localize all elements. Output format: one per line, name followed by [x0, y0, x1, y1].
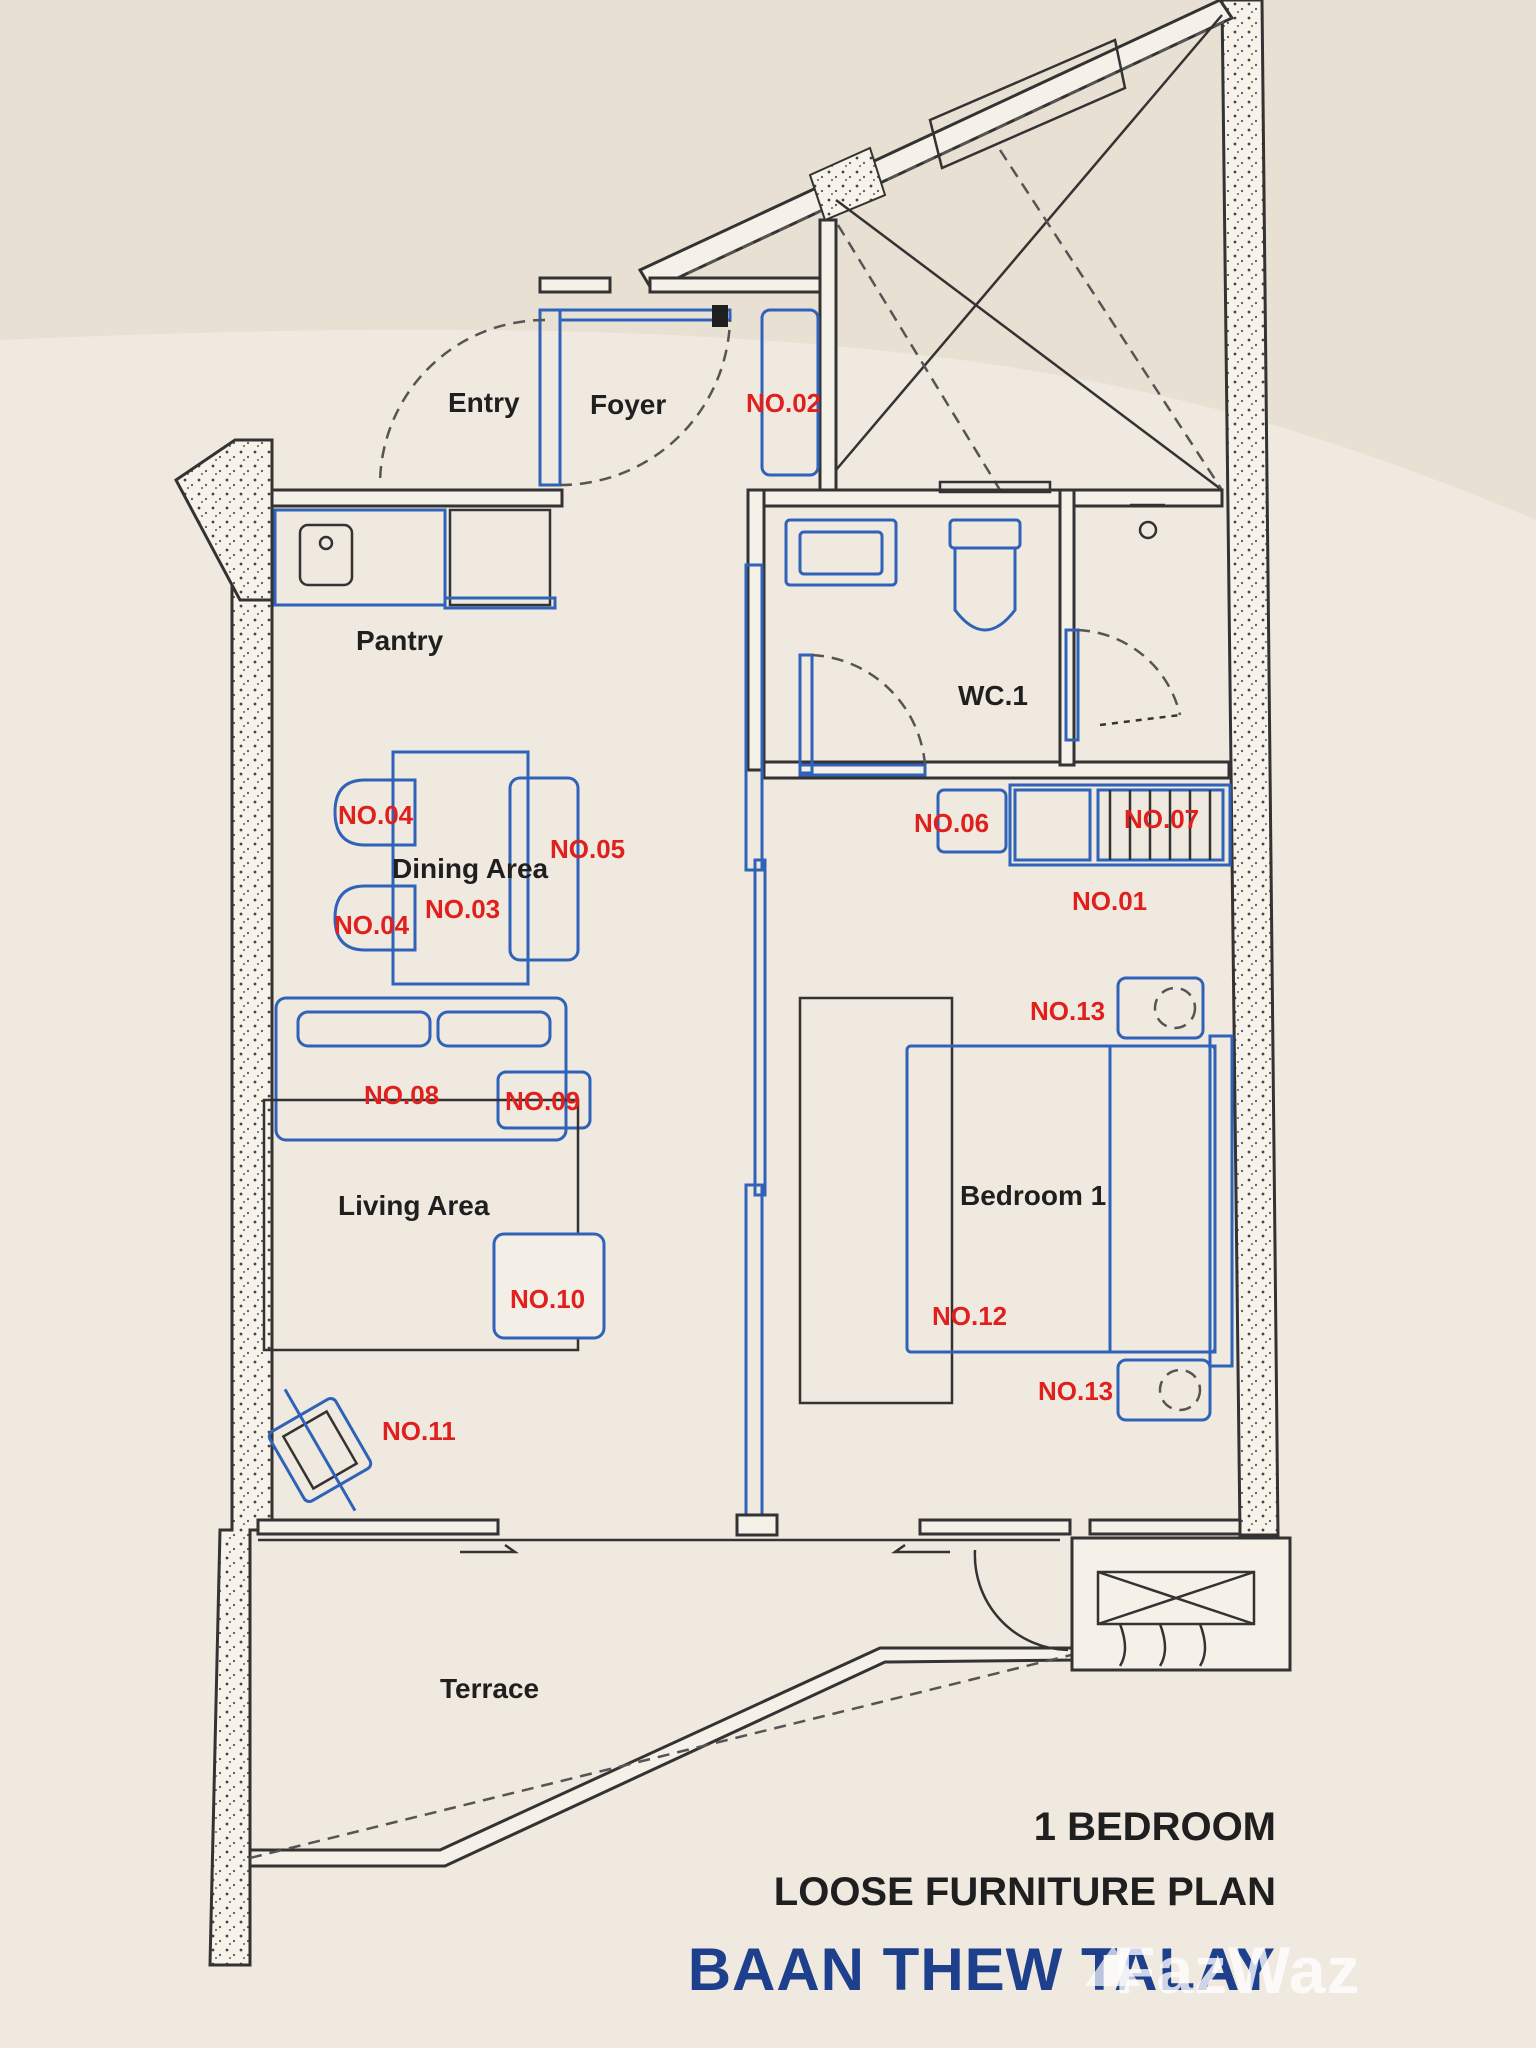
- item-label-no03: NO.03: [425, 894, 500, 924]
- title-line-1: 1 BEDROOM: [1033, 1805, 1276, 1849]
- item-label-no09: NO.09: [505, 1086, 580, 1116]
- toilet-bowl: [953, 546, 1017, 632]
- dining-table: [391, 750, 530, 986]
- room-label-foyer: Foyer: [590, 389, 666, 420]
- room-label-terrace: Terrace: [440, 1673, 539, 1704]
- project-name: BAAN THEW TALAY: [687, 1936, 1276, 2003]
- room-label-living: Living Area: [338, 1190, 490, 1221]
- room-label-pantry: Pantry: [356, 625, 444, 656]
- item-label-no12: NO.12: [932, 1301, 1007, 1331]
- item-label-no04: NO.04: [338, 800, 414, 830]
- item-label-no02: NO.02: [746, 388, 821, 418]
- item-label-no06: NO.06: [914, 808, 989, 838]
- dining-chair: [333, 778, 417, 847]
- room-label-dining: Dining Area: [392, 853, 549, 884]
- lounge-chair: [267, 1388, 373, 1512]
- nightstand-top: [1116, 976, 1205, 1040]
- shoe-cabinet: [760, 308, 820, 477]
- item-label-no07: NO.07: [1124, 804, 1199, 834]
- item-label-no05: NO.05: [550, 834, 625, 864]
- item-label-no04: NO.04: [334, 910, 410, 940]
- dining-chair: [333, 884, 417, 952]
- wardrobe: [1008, 783, 1232, 867]
- item-label-no13: NO.13: [1030, 996, 1105, 1026]
- ac-unit-box: [1070, 1536, 1292, 1672]
- left-exterior-wall: [208, 488, 274, 1967]
- room-label-entry: Entry: [448, 387, 520, 418]
- item-label-no10: NO.10: [510, 1284, 585, 1314]
- sink: [298, 523, 354, 587]
- title-line-2: LOOSE FURNITURE PLAN: [773, 1870, 1276, 1914]
- item-label-no01: NO.01: [1072, 886, 1147, 916]
- right-exterior-wall: [1220, 0, 1280, 1537]
- item-label-no13: NO.13: [1038, 1376, 1113, 1406]
- nightstand-bottom: [1116, 1358, 1212, 1422]
- room-label-bedroom: Bedroom 1: [960, 1180, 1106, 1211]
- room-label-wc: WC.1: [958, 680, 1028, 711]
- fazwaz-logo-icon: [1085, 1946, 1141, 1986]
- bedroom-cabinet: [798, 996, 954, 1405]
- item-label-no11: NO.11: [382, 1416, 456, 1446]
- pantry-counter: [273, 508, 447, 607]
- watermark-logo: FazWaz: [1115, 1933, 1361, 2007]
- side-cabinet: [936, 788, 1008, 854]
- armchair: [492, 1232, 606, 1340]
- living-rug: [262, 1098, 580, 1352]
- dining-bench: [508, 776, 580, 962]
- sofa: [274, 996, 568, 1142]
- item-label-no08: NO.08: [364, 1080, 439, 1110]
- bathtub: [784, 518, 898, 587]
